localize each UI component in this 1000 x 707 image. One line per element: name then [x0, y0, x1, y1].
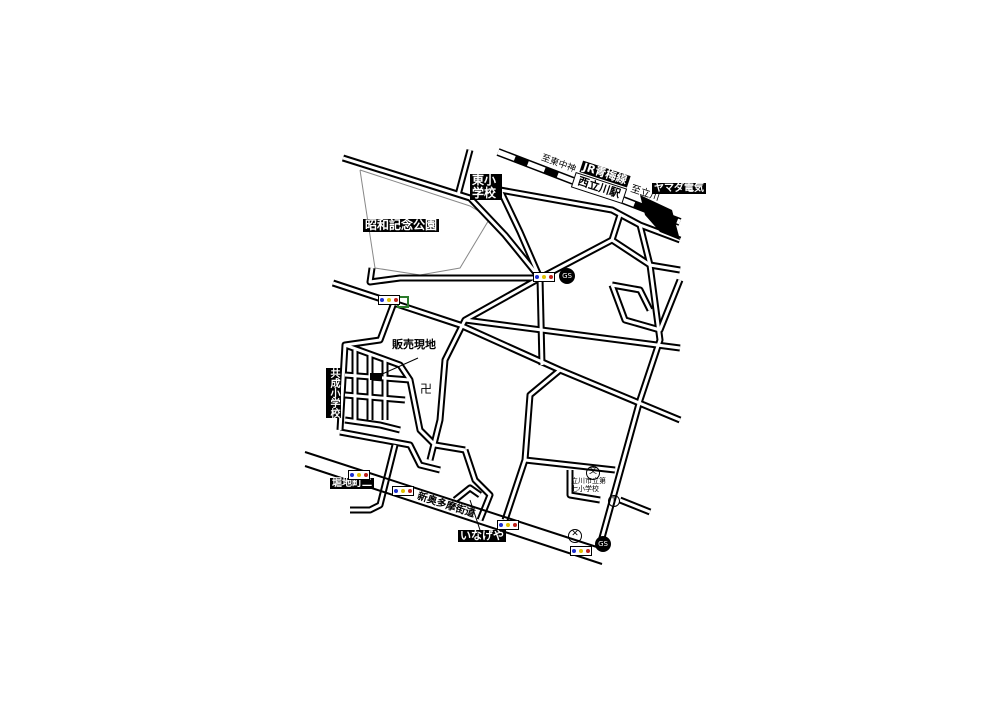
road-fill [454, 486, 481, 502]
label-inageya: いなげや [458, 529, 506, 543]
traffic-signal-icon [348, 470, 370, 480]
gas-station-icon: GS [559, 268, 575, 284]
road-fill [610, 279, 682, 332]
road-fill [611, 283, 652, 311]
park-boundary [359, 169, 491, 276]
road-fill [368, 267, 540, 284]
inageya-pointer [469, 499, 481, 531]
traffic-signal-icon [392, 486, 414, 496]
road-fill [524, 458, 616, 472]
school-icon: 文 [586, 466, 600, 480]
road-fill [344, 418, 401, 432]
road-fill [539, 238, 681, 280]
label-yamada: ヤマダ電気 [652, 183, 706, 194]
road-fill [568, 470, 601, 502]
site-pointer [379, 357, 419, 376]
road-fill [503, 368, 561, 521]
road-fill [498, 189, 542, 279]
road-fill [339, 430, 441, 472]
label-higashi-school: 東小学校 [470, 173, 502, 201]
road-fill [342, 156, 542, 279]
site-marker [370, 373, 382, 380]
road-fill [428, 276, 541, 461]
road-fill [538, 277, 544, 366]
road-fill [350, 444, 397, 512]
yamada-building [640, 195, 680, 240]
road-fill [610, 214, 622, 241]
traffic-signal-icon [570, 546, 592, 556]
road-fill [463, 449, 492, 521]
road-fill [619, 498, 651, 514]
road-fill [456, 149, 472, 196]
label-kyosei-school: 共成小学校 [326, 368, 341, 418]
road-fill [598, 224, 662, 546]
post-office-icon: 〒 [608, 495, 620, 507]
road-fill [338, 299, 397, 431]
label-intersection: 堀地町二 [330, 478, 374, 489]
traffic-signal-icon [533, 272, 555, 282]
traffic-signal-icon [497, 520, 519, 530]
road [426, 274, 542, 461]
road-fill [464, 318, 681, 350]
label-site: 販売現地 [392, 338, 436, 351]
temple-icon: 卍 [420, 382, 433, 396]
label-park: 昭和記念公園 [363, 218, 440, 233]
gas-station-icon: GS [595, 536, 611, 552]
road-fill [499, 188, 681, 242]
police-icon: ✕ [568, 529, 582, 543]
road-fill [344, 343, 466, 452]
traffic-signal-icon [378, 295, 400, 305]
label-city-school: 立川市立第七小学校 [571, 477, 606, 493]
